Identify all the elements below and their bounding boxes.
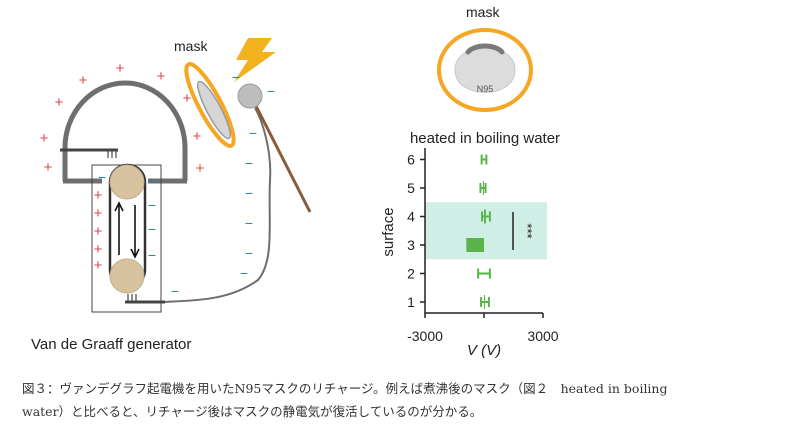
y-tick-label: 1 [407,294,415,310]
upper-comb-teeth [107,150,117,158]
plus-charge: + [157,68,166,85]
plus-charge: + [94,205,103,222]
plus-charge: + [116,60,125,77]
minus-charge: − [240,265,248,281]
side-mask [184,62,236,148]
plus-charge: + [94,187,103,204]
ground-wire [164,107,272,303]
bar [466,238,484,252]
side-mask-label: mask [174,38,208,54]
minus-charge: − [148,173,156,189]
lower-comb-teeth [127,294,137,302]
mask-nose-clip [465,43,505,55]
probe-sphere [237,83,263,109]
lightning-icon [234,38,276,82]
chart-x-axis-label: V (V) [467,342,501,359]
chart-x-ticks: -3000 3000 [407,313,559,344]
minus-charge: − [148,247,156,263]
error-bar [481,211,491,222]
y-tick-label: 5 [407,180,415,196]
plus-charge: + [94,257,103,274]
plus-charges: ++++++++++++++ [40,60,205,274]
belt-up-arrow [114,201,124,255]
minus-charge: − [98,169,106,185]
plus-charge: + [94,223,103,240]
minus-charge: − [249,125,257,141]
minus-charge: − [245,245,253,261]
minus-charge: − [245,215,253,231]
error-bar [479,183,487,193]
minus-charge: − [171,283,179,299]
chart-y-axis-label: surface [380,207,397,256]
significance-label: *** [520,223,535,238]
n95-mask-diagram: mask N95 [437,4,533,112]
x-tick-label: 3000 [527,328,558,344]
plus-charge: + [79,72,88,89]
y-tick-label: 6 [407,152,415,168]
minus-charges: − − − − − − − − − − − − − − [98,69,275,299]
minus-charge: − [245,155,253,171]
plus-charge: + [55,94,64,111]
mask-strap [437,28,533,112]
significance-marker: *** [512,212,535,250]
minus-charge: − [148,197,156,213]
highlight-band [425,202,547,260]
chart-y-ticks: 1 2 3 4 5 6 [407,152,425,310]
y-tick-label: 3 [407,237,415,253]
van-de-graaff-diagram: mask ++++++++++++++ −−−−−−−−−−−−−− Van d… [31,38,312,353]
mask-top-label: mask [466,4,500,20]
figure-caption: 図３：ヴァンデグラフ起電機を用いたN95マスクのリチャージ。例えば煮沸後のマスク… [22,377,782,423]
figure: mask ++++++++++++++ −−−−−−−−−−−−−− Van d… [31,4,560,359]
caption-line-2: water）と比べると、リチャージ後はマスクの静電気が復活しているのが分かる。 [22,404,483,419]
plus-charge: + [40,130,49,147]
plus-charge: + [183,90,192,107]
generator-label: Van de Graaff generator [31,336,191,353]
plus-charge: + [193,128,202,145]
chart-title: heated in boiling water [410,130,560,147]
plus-charge: + [94,241,103,258]
minus-charge: − [148,221,156,237]
chart-error-bars [477,154,491,307]
upper-roller [109,164,145,200]
y-tick-label: 4 [407,209,415,225]
probe-rod [254,105,312,213]
error-bar [480,154,488,165]
y-tick-label: 2 [407,266,415,282]
error-bar [480,297,490,307]
error-bar [477,268,491,279]
n95-label: N95 [477,84,494,94]
belt-down-arrow [130,205,140,259]
chart: heated in boiling water 1 2 3 4 5 6 -3000 3000… [380,130,560,359]
plus-charge: + [44,159,53,176]
plus-charge: + [196,160,205,177]
minus-charge: − [232,69,240,85]
generator-dome [62,80,188,181]
minus-charge: − [245,185,253,201]
x-tick-label: -3000 [407,328,443,344]
chart-bars [466,181,486,309]
lower-roller [109,258,145,294]
caption-line-1: 図３：ヴァンデグラフ起電機を用いたN95マスクのリチャージ。例えば煮沸後のマスク… [22,381,668,396]
minus-charge: − [267,83,275,99]
chart-highlights [425,202,547,260]
